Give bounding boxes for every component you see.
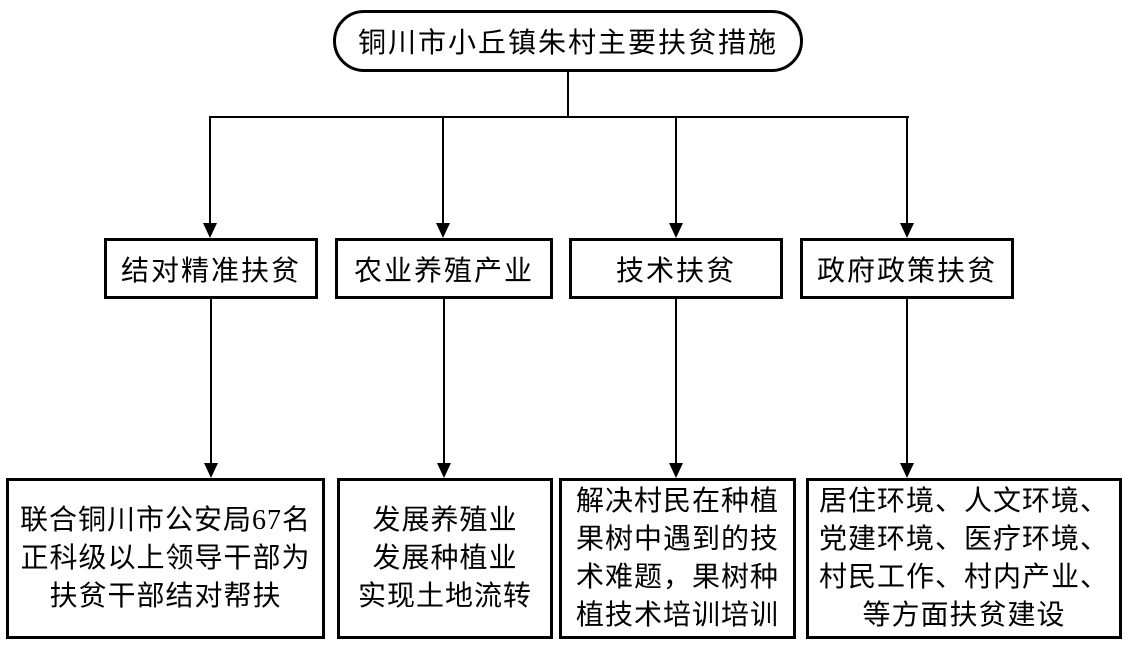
root-node: 铜川市小丘镇朱村主要扶贫措施 <box>333 10 803 72</box>
connector-branch-3 <box>675 116 677 224</box>
detail-line: 发展养殖业 <box>372 504 518 536</box>
detail-line: 果树中遇到的技 <box>575 523 779 555</box>
detail-line: 术难题，果树种 <box>575 561 779 593</box>
category-box-2: 农业养殖产业 <box>335 238 553 299</box>
detail-line: 居住环境、人文环境、 <box>818 485 1109 517</box>
connector-branch-4 <box>906 116 908 224</box>
detail-line: 正科级以上领导干部为 <box>20 542 311 574</box>
detail-text: 居住环境、人文环境、 党建环境、医疗环境、 村民工作、村内产业、 等方面扶贫建设 <box>819 483 1109 635</box>
arrowhead-down-icon <box>669 463 683 478</box>
detail-box-4: 居住环境、人文环境、 党建环境、医疗环境、 村民工作、村内产业、 等方面扶贫建设 <box>806 478 1122 639</box>
connector-detail-2 <box>443 299 445 465</box>
connector-root-stub <box>567 71 569 118</box>
arrowhead-down-icon <box>900 223 914 238</box>
connector-detail-4 <box>906 299 908 465</box>
detail-box-3: 解决村民在种植 果树中遇到的技 术难题，果树种 植技术培训培训 <box>559 478 796 639</box>
detail-text: 解决村民在种植 果树中遇到的技 术难题，果树种 植技术培训培训 <box>576 483 779 635</box>
connector-rail <box>209 116 909 118</box>
detail-line: 植技术培训培训 <box>575 599 779 631</box>
detail-text: 发展养殖业 发展种植业 实现土地流转 <box>358 502 532 616</box>
category-box-1: 结对精准扶贫 <box>104 238 318 299</box>
detail-line: 实现土地流转 <box>357 580 532 612</box>
detail-line: 联合铜川市公安局67名 <box>19 504 311 536</box>
detail-line: 扶贫干部结对帮扶 <box>49 580 282 612</box>
arrowhead-down-icon <box>437 463 451 478</box>
arrowhead-down-icon <box>436 223 450 238</box>
connector-detail-1 <box>210 299 212 465</box>
category-label: 结对精准扶贫 <box>120 255 301 287</box>
arrowhead-down-icon <box>900 463 914 478</box>
detail-line: 解决村民在种植 <box>575 485 779 517</box>
category-box-3: 技术扶贫 <box>569 238 783 299</box>
root-node-label: 铜川市小丘镇朱村主要扶贫措施 <box>357 28 778 59</box>
arrowhead-down-icon <box>204 463 218 478</box>
detail-box-2: 发展养殖业 发展种植业 实现土地流转 <box>337 478 553 639</box>
category-label: 技术扶贫 <box>615 255 736 287</box>
arrowhead-down-icon <box>669 223 683 238</box>
detail-line: 党建环境、医疗环境、 <box>818 523 1109 555</box>
connector-branch-1 <box>209 116 211 224</box>
category-label: 政府政策扶贫 <box>816 255 997 287</box>
arrowhead-down-icon <box>203 223 217 238</box>
detail-line: 等方面扶贫建设 <box>862 599 1066 631</box>
connector-detail-3 <box>675 299 677 465</box>
category-box-4: 政府政策扶贫 <box>800 238 1014 299</box>
detail-box-1: 联合铜川市公安局67名 正科级以上领导干部为 扶贫干部结对帮扶 <box>6 478 325 639</box>
detail-text: 联合铜川市公安局67名 正科级以上领导干部为 扶贫干部结对帮扶 <box>20 502 311 616</box>
category-label: 农业养殖产业 <box>353 255 534 287</box>
connector-branch-2 <box>442 116 444 224</box>
detail-line: 发展种植业 <box>372 542 518 574</box>
detail-line: 村民工作、村内产业、 <box>818 561 1109 593</box>
